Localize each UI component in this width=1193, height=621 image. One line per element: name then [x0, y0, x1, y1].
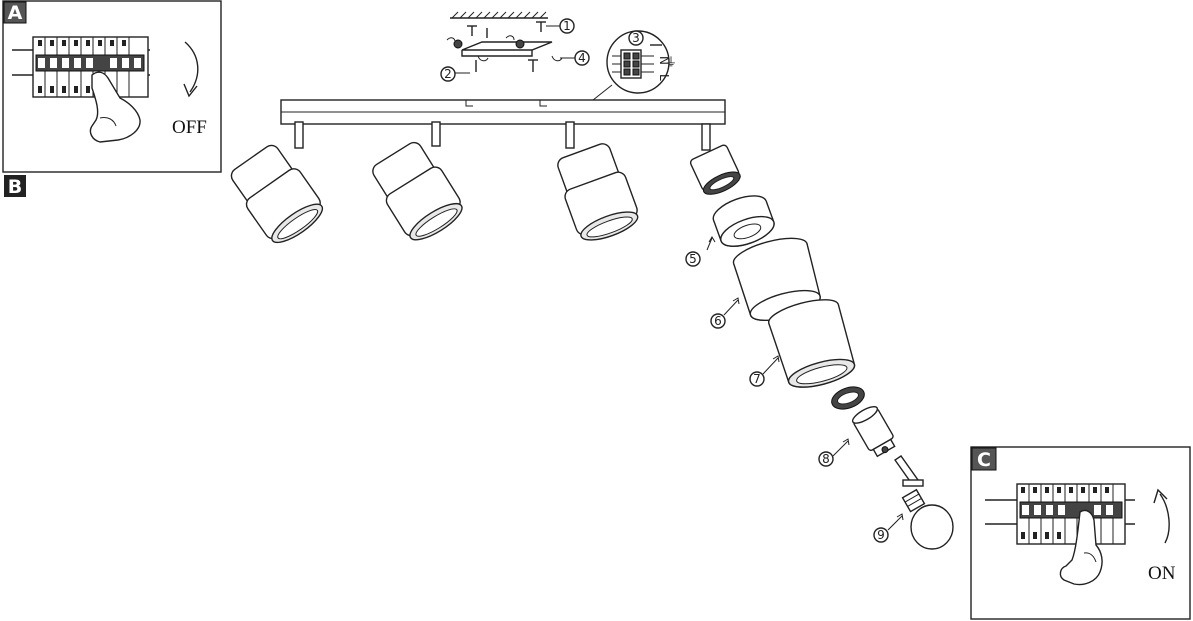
hand-icon — [89, 71, 141, 143]
panel-c-label-box — [971, 447, 997, 471]
breaker-block-c — [985, 483, 1135, 545]
panel-b-letter: B — [8, 176, 22, 198]
hand-icon — [1059, 509, 1103, 586]
spotlight-1 — [230, 121, 324, 244]
threaded-ring — [831, 386, 865, 410]
socket-holder — [689, 144, 741, 195]
step-1-number: 1 — [563, 19, 571, 33]
step-2-number: 2 — [444, 67, 452, 81]
step-1-callout — [559, 18, 575, 34]
step-9-callout — [873, 527, 889, 543]
step-2-callout — [440, 66, 456, 82]
part-8-socket — [851, 406, 896, 458]
step-3-number: 3 — [632, 31, 640, 45]
part-7-shade — [767, 299, 856, 388]
step-5-callout — [685, 251, 701, 267]
spotlight-3 — [557, 121, 639, 241]
panel-a-label-box — [3, 1, 27, 24]
step-6-callout — [710, 313, 726, 329]
breaker-block-a — [12, 36, 150, 98]
panel-a-letter: A — [8, 2, 23, 24]
step-6-number: 6 — [714, 314, 722, 328]
step-3-callout — [628, 30, 644, 46]
panel-a-state-text: OFF — [172, 117, 207, 138]
panel-c: C — [970, 446, 1191, 620]
wiring-detail: 3 N ⏚ L — [587, 30, 677, 105]
rotate-up-arrow-icon — [1159, 493, 1170, 544]
rotate-down-arrow-icon — [184, 41, 199, 93]
step-5-number: 5 — [689, 252, 697, 266]
spotlight-4-exploded: 5 6 7 — [685, 123, 954, 550]
panel-b: B — [4, 175, 26, 198]
spotlight-2 — [372, 121, 463, 241]
step-9-number: 9 — [877, 528, 885, 542]
part-5-ring — [712, 195, 775, 247]
panel-c-state-text: ON — [1148, 563, 1176, 584]
wire-label-l: L — [657, 74, 671, 81]
step-8-callout — [818, 451, 834, 467]
step-4-number: 4 — [578, 51, 586, 65]
wire-label-n: N — [657, 56, 671, 65]
part-9-bulb — [901, 488, 954, 550]
mounting-bar — [280, 99, 726, 125]
panel-a: A — [2, 0, 222, 173]
ceiling-mount-detail: 1 2 4 — [440, 11, 590, 82]
step-8-number: 8 — [822, 452, 830, 466]
step-7-number: 7 — [753, 372, 761, 386]
step-7-callout — [749, 371, 765, 387]
step-4-callout — [574, 50, 590, 66]
earth-symbol-icon: ⏚ — [665, 55, 677, 69]
panel-c-letter: C — [977, 449, 991, 471]
panel-b-label-box — [4, 175, 26, 197]
